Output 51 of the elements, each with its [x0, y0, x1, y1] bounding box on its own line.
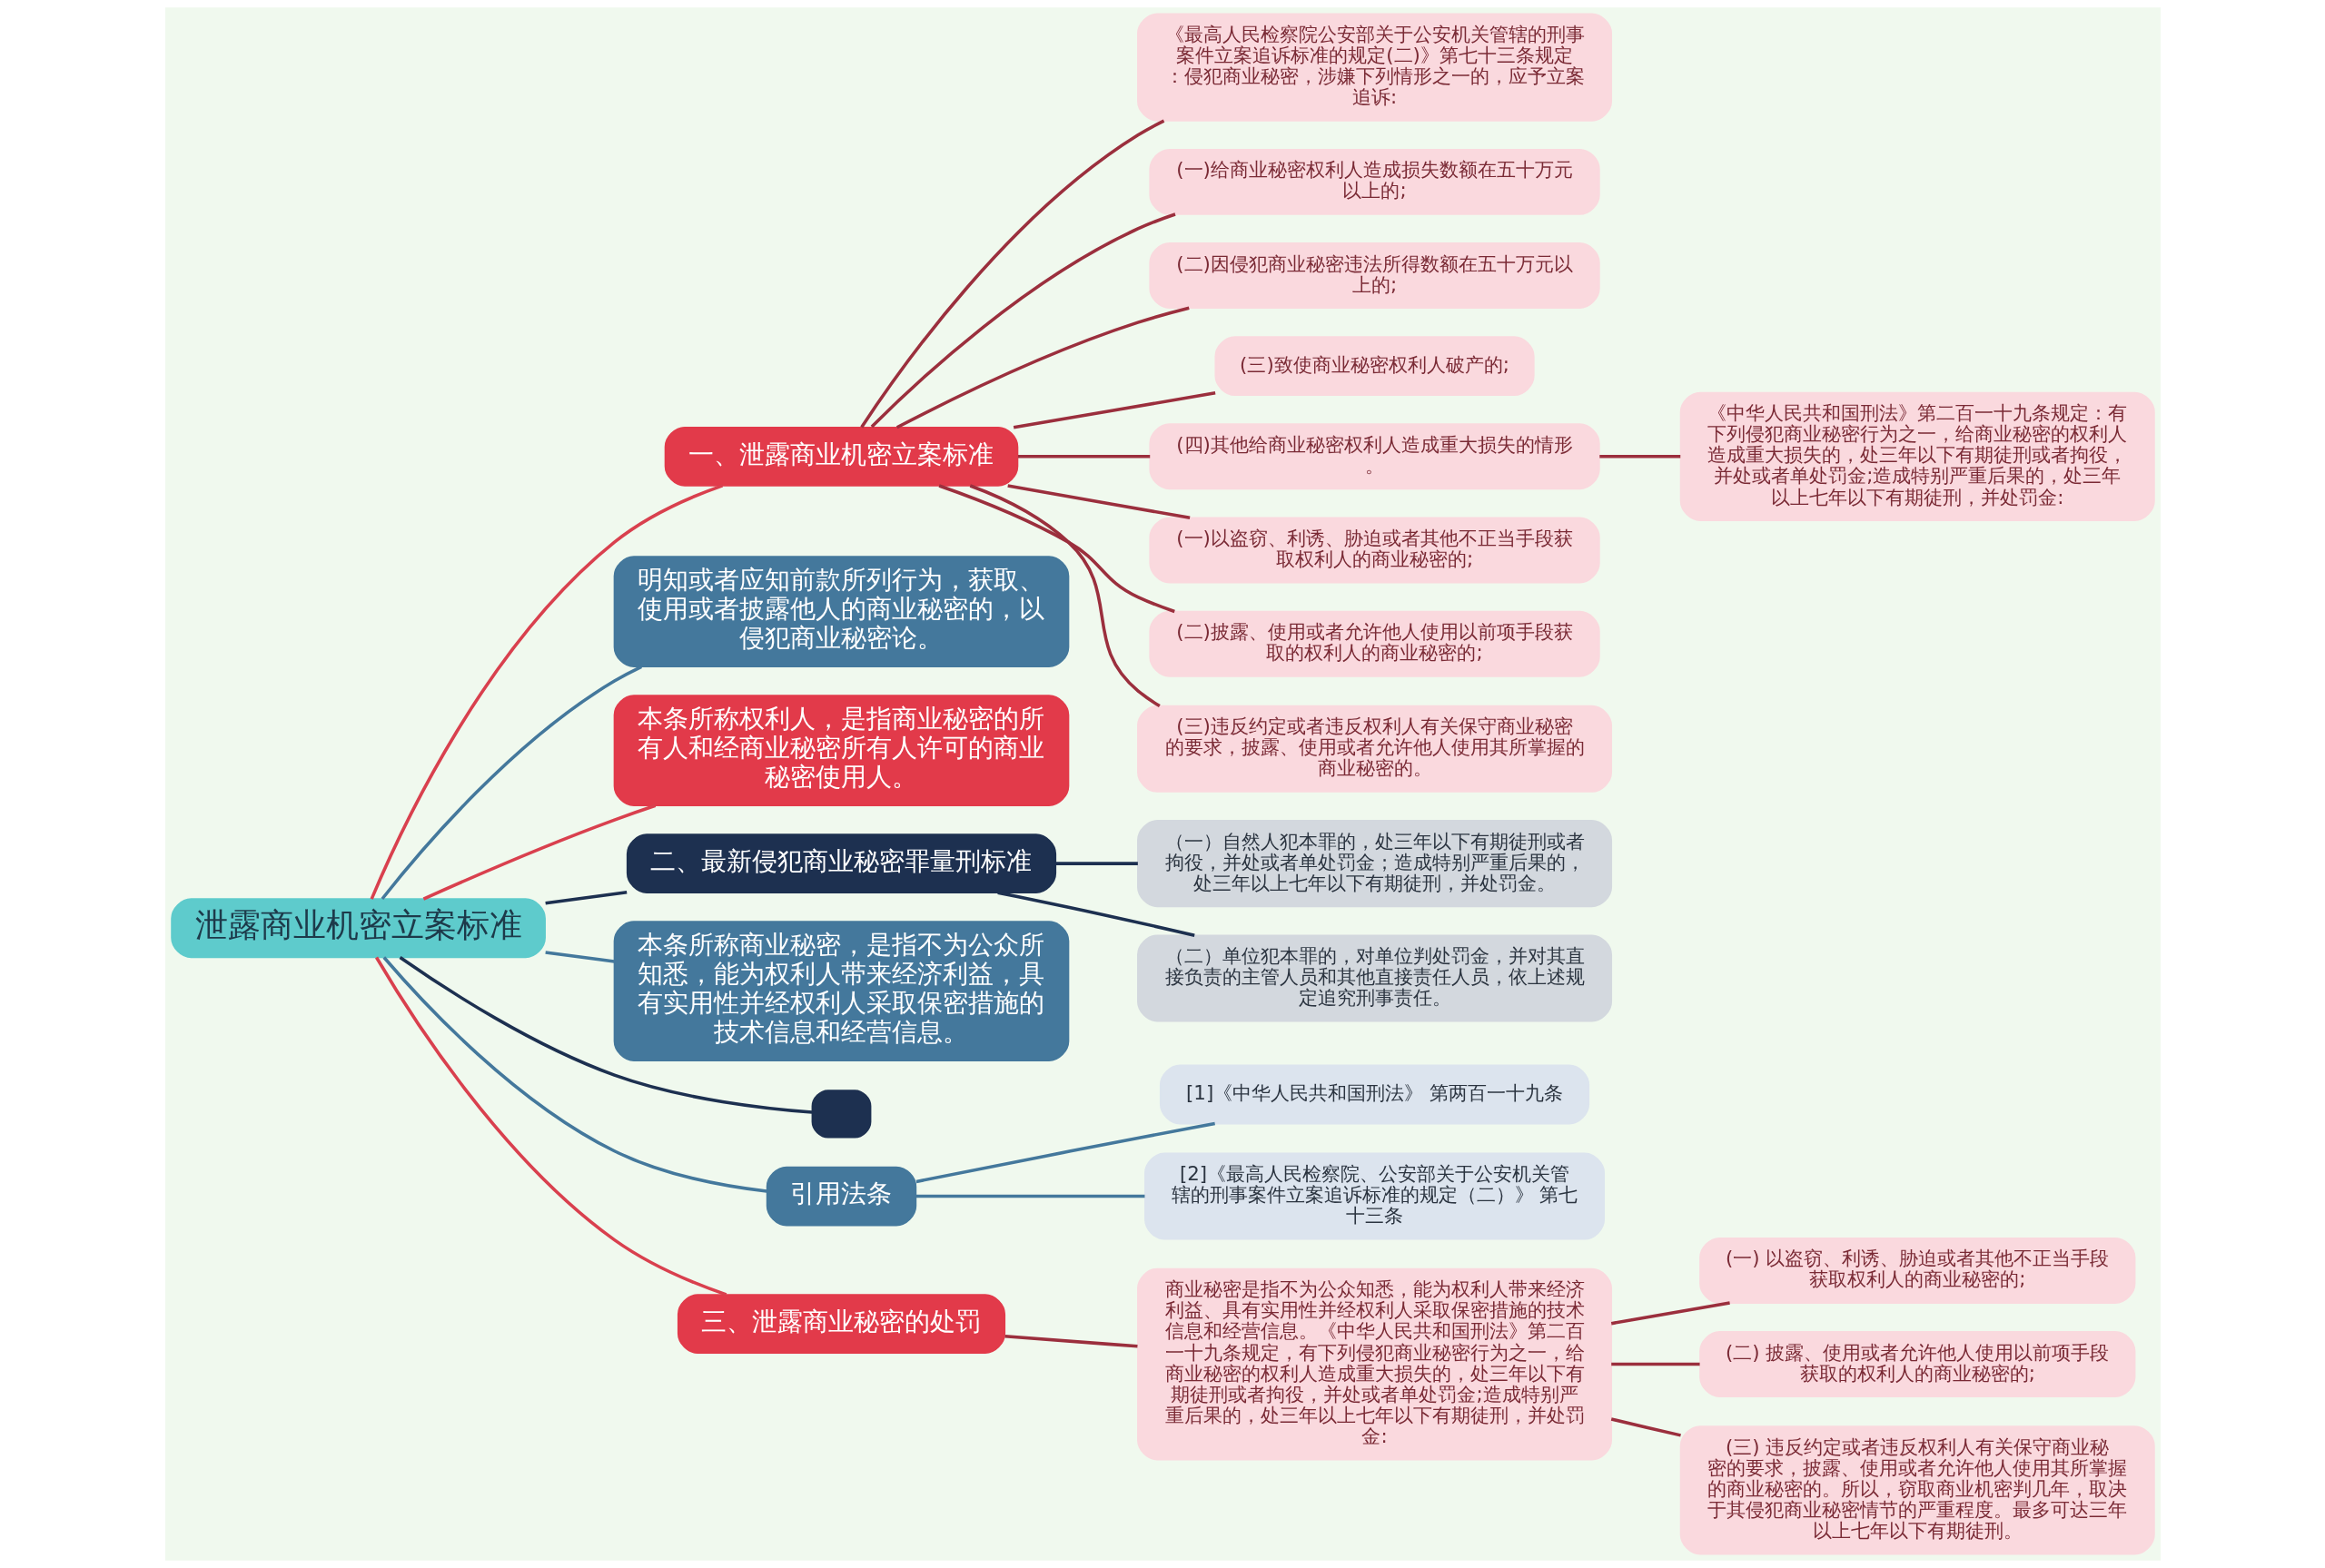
- connector: [870, 212, 1176, 429]
- connector: [422, 804, 656, 901]
- connector: [544, 890, 627, 905]
- connector: [1004, 1334, 1138, 1348]
- connector: [1610, 1417, 1681, 1437]
- connector: [1054, 862, 1138, 865]
- node-box: (二)披露、使用或者允许他人使用以前项手段获取的权利人的商业秘密的;: [1148, 610, 1600, 677]
- connector: [399, 956, 812, 1114]
- node-box: (四)其他给商业秘密权利人造成重大损失的情形。: [1148, 423, 1600, 490]
- connector: [996, 891, 1195, 937]
- node-box: 本条所称商业秘密，是指不为公众所知悉，能为权利人带来经济利益，具有实用性并经权利人采取保密措施的技术信息和经营信息。: [613, 921, 1069, 1062]
- connector: [1598, 455, 1680, 459]
- node-box: 泄露商业机密立案标准: [170, 898, 546, 959]
- connector: [1017, 455, 1150, 459]
- connector: [381, 956, 767, 1193]
- node-box: (一)以盗窃、利诱、胁迫或者其他不正当手段获取权利人的商业秘密的;: [1148, 517, 1600, 584]
- node-box: (二) 披露、使用或者允许他人使用以前项手段获取的权利人的商业秘密的;: [1698, 1331, 2135, 1398]
- node-box: 二、最新侵犯商业秘密罪量刑标准: [626, 833, 1056, 893]
- connector: [1013, 391, 1215, 429]
- node-box: 本条所称权利人，是指商业秘密的所有人和经商业秘密所有人许可的商业秘密使用人。: [613, 695, 1069, 806]
- connector: [1610, 1301, 1730, 1326]
- node-box: 《中华人民共和国刑法》第二百一十九条规定：有下列侵犯商业秘密行为之一，给商业秘密的权利人造成重大损失的，处三年以下有期徒刑或者拘役，并处或者单处罚金;造成特别严重后果的，处三年以上七年以下有期徒刑，并处罚金:: [1679, 391, 2155, 521]
- node-box: (二)因侵犯商业秘密违法所得数额在五十万元以上的;: [1148, 242, 1600, 310]
- node-box: 《最高人民检察院公安部关于公安机关管辖的刑事案件立案追诉标准的规定(二)》第七十三条规定：侵犯商业秘密，涉嫌下列情形之一的，应予立案追诉:: [1136, 13, 1612, 122]
- node-box: (三)致使商业秘密权利人破产的;: [1213, 336, 1535, 397]
- node-box: (三)违反约定或者违反权利人有关保守商业秘密的要求，披露、使用或者允许他人使用其所掌握的商业秘密的。: [1136, 705, 1612, 793]
- node-box: 三、泄露商业秘密的处罚: [677, 1294, 1005, 1355]
- connector: [1610, 1362, 1700, 1366]
- connector: [969, 484, 1161, 708]
- node-box: 商业秘密是指不为公众知悉，能为权利人带来经济利益、具有实用性并经权利人采取保密措施的技术信息和经营信息。《中华人民共和国刑法》第二百一十九条规定，有下列侵犯商业秘密行为之一，给商业秘密的权利人造成重大损失的，处三年以下有期徒刑或者拘役，并处或者单处罚金;造成特别严重后果的，处三年以上七年以下有期徒刑，并处罚金:: [1136, 1267, 1612, 1461]
- node-box: (一)给商业秘密权利人造成损失数额在五十万元以上的;: [1148, 148, 1600, 215]
- connector: [374, 956, 727, 1297]
- node-box: [2]《最高人民检察院、公安部关于公安机关管辖的刑事案件立案追诉标准的规定（二）》 第七十三条: [1143, 1152, 1605, 1240]
- connector: [381, 665, 642, 901]
- connector: [859, 119, 1164, 429]
- connector: [938, 484, 1175, 614]
- connector: [370, 484, 723, 900]
- connector: [915, 1121, 1215, 1184]
- node-box: (三) 违反约定或者违反权利人有关保守商业秘密的要求，披露、使用或者允许他人使用其所掌握的商业秘密的。所以，窃取商业机密判几年，取决于其侵犯商业秘密情节的严重程度。最多可达三年以上七年以下有期徒刑。: [1679, 1425, 2155, 1555]
- connector: [895, 306, 1190, 429]
- node-box: (一) 以盗窃、利诱、胁迫或者其他不正当手段获取权利人的商业秘密的;: [1698, 1237, 2135, 1304]
- node-box: 一、泄露商业机密立案标准: [664, 426, 1018, 487]
- connector: [915, 1194, 1144, 1198]
- node-box: （二）单位犯本罪的，对单位判处罚金，并对其直接负责的主管人员和其他直接责任人员，依上述规定追究刑事责任。: [1136, 934, 1612, 1022]
- connector: [544, 951, 615, 963]
- node-box: （一）自然人犯本罪的，处三年以下有期徒刑或者拘役，并处或者单处罚金；造成特别严重后果的，处三年以上七年以下有期徒刑，并处罚金。: [1136, 820, 1612, 908]
- node-box: 引用法条: [766, 1166, 916, 1227]
- connector: [1006, 484, 1190, 520]
- node-box: [811, 1090, 871, 1139]
- node-box: 明知或者应知前款所列行为，获取、使用或者披露他人的商业秘密的，以侵犯商业秘密论。: [613, 556, 1069, 667]
- node-box: [1]《中华人民共和国刑法》 第两百一十九条: [1159, 1064, 1589, 1125]
